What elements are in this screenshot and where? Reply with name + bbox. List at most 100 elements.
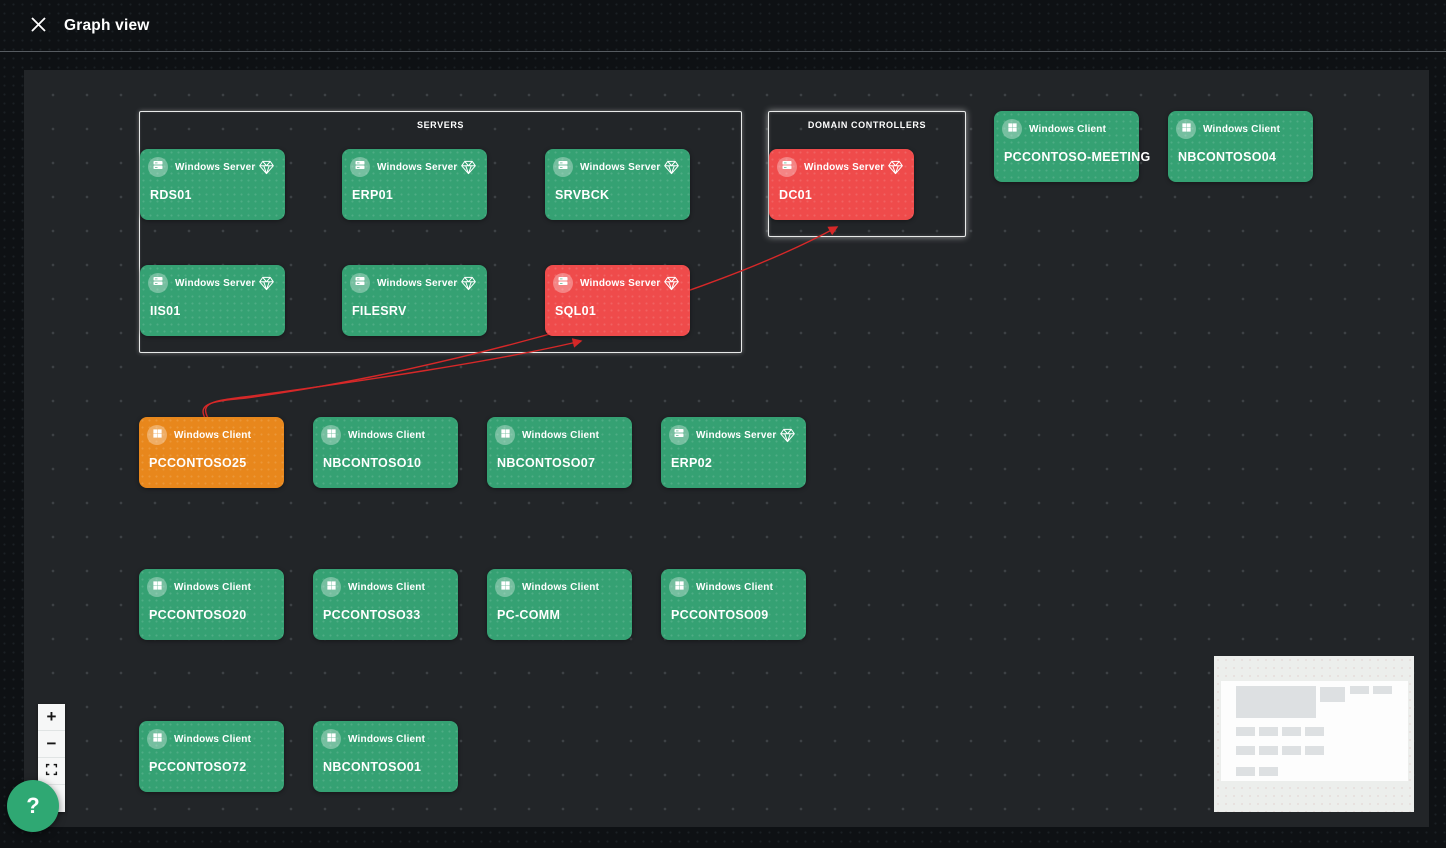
node-name: FILESRV — [352, 304, 407, 318]
node-header: Windows Server — [661, 417, 806, 445]
node-dc01[interactable]: Windows Server DC01 — [769, 149, 914, 220]
node-type-label: Windows Client — [696, 581, 774, 593]
node-os-badge — [495, 425, 515, 445]
minimap-node — [1373, 686, 1392, 694]
node-os-badge — [321, 729, 341, 749]
node-header: Windows Server — [342, 149, 487, 177]
canvas-controls: + − — [38, 704, 65, 812]
node-erp01[interactable]: Windows Server ERP01 — [342, 149, 487, 220]
node-type-label: Windows Server — [804, 161, 885, 173]
node-pccontoso33[interactable]: Windows Client PCCONTOSO33 — [313, 569, 458, 640]
fit-view-button[interactable] — [38, 758, 65, 785]
help-button[interactable]: ? — [7, 780, 59, 832]
node-header: Windows Client — [994, 111, 1139, 139]
node-nbcontoso07[interactable]: Windows Client NBCONTOSO07 — [487, 417, 632, 488]
gem-icon — [887, 160, 904, 175]
minimap-node — [1282, 746, 1301, 755]
node-header: Windows Client — [661, 569, 806, 597]
node-header: Windows Client — [139, 721, 284, 749]
node-header: Windows Client — [313, 569, 458, 597]
node-pc-comm[interactable]: Windows Client PC-COMM — [487, 569, 632, 640]
node-type-label: Windows Client — [348, 429, 426, 441]
node-nbcontoso10[interactable]: Windows Client NBCONTOSO10 — [313, 417, 458, 488]
windows-client-icon — [1007, 120, 1018, 138]
node-rds01[interactable]: Windows Server RDS01 — [140, 149, 285, 220]
node-nbcontoso04[interactable]: Windows Client NBCONTOSO04 — [1168, 111, 1313, 182]
node-srvbck[interactable]: Windows Server SRVBCK — [545, 149, 690, 220]
node-header: Windows Server — [545, 265, 690, 293]
node-nbcontoso01[interactable]: Windows Client NBCONTOSO01 — [313, 721, 458, 792]
help-icon: ? — [26, 793, 40, 818]
node-type-label: Windows Server — [580, 277, 661, 289]
node-erp02[interactable]: Windows Server ERP02 — [661, 417, 806, 488]
node-os-badge — [669, 425, 689, 445]
node-header: Windows Client — [487, 569, 632, 597]
group-domain-controllers[interactable]: DOMAIN CONTROLLERS — [768, 111, 966, 237]
node-header: Windows Client — [487, 417, 632, 445]
close-button[interactable] — [18, 6, 58, 46]
minimap-node — [1305, 727, 1324, 736]
node-pccontoso25[interactable]: Windows Client PCCONTOSO25 — [139, 417, 284, 488]
windows-client-icon — [152, 426, 163, 444]
windows-server-icon — [354, 158, 366, 176]
node-type-label: Windows Server — [175, 277, 256, 289]
node-name: RDS01 — [150, 188, 192, 202]
node-name: NBCONTOSO04 — [1178, 150, 1277, 164]
minimap[interactable] — [1214, 656, 1414, 812]
node-header: Windows Server — [140, 149, 285, 177]
node-name: NBCONTOSO10 — [323, 456, 422, 470]
node-header: Windows Client — [313, 417, 458, 445]
node-type-label: Windows Server — [377, 161, 458, 173]
node-pccontoso-meeting[interactable]: Windows Client PCCONTOSO-MEETING — [994, 111, 1150, 182]
zoom-out-button[interactable]: − — [38, 731, 65, 758]
node-name: NBCONTOSO07 — [497, 456, 596, 470]
gem-icon — [258, 276, 275, 291]
gem-icon — [258, 160, 275, 175]
windows-server-icon — [673, 426, 685, 444]
windows-client-icon — [500, 426, 511, 444]
node-header: Windows Client — [139, 417, 284, 445]
node-os-badge — [147, 729, 167, 749]
node-header: Windows Client — [313, 721, 458, 749]
node-filesrv[interactable]: Windows Server FILESRV — [342, 265, 487, 336]
node-name: PCCONTOSO25 — [149, 456, 247, 470]
node-os-badge — [350, 273, 370, 293]
node-type-label: Windows Client — [1203, 123, 1281, 135]
node-type-label: Windows Client — [522, 581, 600, 593]
node-header: Windows Server — [342, 265, 487, 293]
minimap-node — [1305, 746, 1324, 755]
node-os-badge — [321, 425, 341, 445]
node-name: IIS01 — [150, 304, 181, 318]
node-pccontoso09[interactable]: Windows Client PCCONTOSO09 — [661, 569, 806, 640]
zoom-in-button[interactable]: + — [38, 704, 65, 731]
gem-icon — [460, 160, 477, 175]
minimap-node — [1236, 727, 1255, 736]
node-os-badge — [148, 157, 168, 177]
gem-icon — [460, 276, 477, 291]
node-os-badge — [495, 577, 515, 597]
node-os-badge — [777, 157, 797, 177]
node-type-label: Windows Client — [348, 581, 426, 593]
minimap-node — [1350, 686, 1369, 694]
node-pccontoso72[interactable]: Windows Client PCCONTOSO72 — [139, 721, 284, 792]
windows-client-icon — [326, 426, 337, 444]
node-iis01[interactable]: Windows Server IIS01 — [140, 265, 285, 336]
node-os-badge — [1176, 119, 1196, 139]
graph-canvas[interactable]: SERVERS DOMAIN CONTROLLERS — [24, 70, 1429, 827]
minimap-node — [1259, 746, 1278, 755]
minimap-node — [1282, 727, 1301, 736]
node-type-label: Windows Client — [174, 581, 252, 593]
windows-client-icon — [326, 578, 337, 596]
windows-client-icon — [1181, 120, 1192, 138]
node-os-badge — [1002, 119, 1022, 139]
gem-icon — [779, 428, 796, 443]
node-type-label: Windows Server — [696, 429, 777, 441]
node-type-label: Windows Client — [1029, 123, 1107, 135]
minimap-node — [1259, 767, 1278, 776]
node-sql01[interactable]: Windows Server SQL01 — [545, 265, 690, 336]
node-header: Windows Server — [769, 149, 914, 177]
node-pccontoso20[interactable]: Windows Client PCCONTOSO20 — [139, 569, 284, 640]
windows-server-icon — [557, 274, 569, 292]
node-os-badge — [147, 577, 167, 597]
fit-view-icon — [45, 761, 58, 781]
